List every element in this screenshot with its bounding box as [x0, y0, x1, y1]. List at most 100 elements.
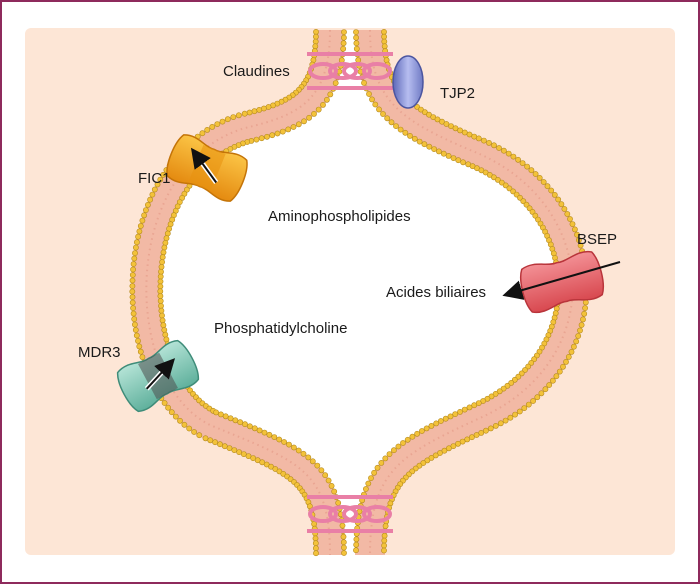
lipid-head [353, 34, 359, 41]
lipid-head [568, 348, 575, 355]
lipid-head [353, 547, 359, 554]
lipid-head [417, 106, 424, 113]
lipid-head [199, 130, 206, 137]
lipid-head [448, 123, 454, 129]
label-mdr3: MDR3 [78, 344, 121, 361]
lipid-head [362, 486, 369, 492]
lipid-head [353, 541, 360, 548]
lipid-head [471, 402, 478, 409]
lipid-head [279, 128, 286, 135]
lipid-head [130, 261, 137, 267]
lipid-head [361, 80, 367, 86]
lipid-head [271, 434, 278, 440]
lipid-head [151, 186, 158, 193]
lipid-head [368, 475, 374, 481]
lipid-head [384, 115, 391, 122]
lipid-head [468, 434, 475, 441]
lipid-head [258, 135, 265, 142]
lipid-head [246, 109, 253, 116]
lipid-head [497, 420, 504, 427]
lipid-head [133, 239, 140, 246]
label-acides-biliaires: Acides biliaires [386, 284, 486, 301]
lipid-head [416, 138, 423, 145]
lipid-head [168, 409, 175, 416]
lipid-head [491, 142, 497, 149]
lipid-head [442, 415, 449, 422]
lipid-head [325, 477, 332, 484]
lipid-head [528, 167, 535, 174]
lipid-head [380, 111, 386, 117]
lipid-head [382, 523, 389, 529]
lipid-head [355, 57, 362, 63]
lipid-head [320, 102, 326, 108]
lipid-head [212, 439, 218, 446]
lipid-head [253, 136, 260, 143]
lipid-head [369, 96, 375, 103]
lipid-head [397, 126, 404, 133]
lipid-head [165, 404, 171, 411]
label-claudines: Claudines [223, 63, 290, 80]
lipid-head [487, 425, 494, 432]
lipid-head [457, 408, 463, 415]
lipid-head [420, 460, 427, 466]
lipid-head [235, 112, 242, 119]
lipid-head [466, 131, 473, 138]
lipid-head [158, 307, 165, 314]
lipid-head [130, 305, 136, 311]
lipid-head [161, 400, 168, 406]
lipid-head [340, 34, 347, 41]
lipid-head [191, 429, 197, 435]
lipid-head [532, 212, 539, 219]
lipid-head [157, 176, 164, 183]
lipid-head [322, 472, 329, 479]
lipid-head [159, 254, 166, 261]
lipid-head [505, 150, 512, 157]
lipid-head [159, 317, 166, 324]
lipid-head [141, 212, 147, 219]
lipid-head [157, 298, 164, 304]
lipid-head [512, 411, 518, 418]
lipid-head [224, 116, 231, 123]
lipid-head [256, 427, 263, 434]
lipid-head [434, 116, 441, 123]
lipid-head [510, 188, 516, 195]
lipid-head [486, 139, 492, 146]
lipid-head [129, 277, 136, 284]
lipid-head [529, 208, 536, 215]
lipid-head [274, 130, 281, 137]
lipid-head [490, 174, 497, 181]
lipid-head [157, 288, 164, 295]
lipid-head [309, 458, 316, 465]
lipid-head [166, 225, 172, 232]
lipid-head [432, 452, 439, 459]
lipid-head [157, 273, 164, 280]
lipid-head [160, 322, 167, 329]
lipid-head [457, 127, 463, 134]
lipid-head [285, 126, 292, 133]
lipid-head [411, 135, 418, 142]
lipid-head [450, 155, 457, 161]
lipid-head [341, 29, 347, 35]
lipid-head [305, 454, 312, 461]
lipid-head [461, 129, 468, 136]
lipid-head [276, 436, 283, 443]
lipid-head [312, 545, 319, 552]
lipid-head [511, 376, 518, 383]
lipid-head [266, 431, 273, 438]
lipid-head [154, 181, 161, 188]
lipid-head [437, 418, 444, 424]
lipid-head [515, 156, 521, 163]
lipid-head [236, 449, 242, 455]
lipid-head [135, 337, 141, 344]
lipid-head [577, 242, 584, 249]
lipid-head [480, 137, 487, 144]
lipid-head [328, 482, 335, 489]
lipid-head [500, 385, 507, 392]
lipid-head [561, 206, 568, 212]
lipid-head [524, 163, 530, 170]
lipid-head [230, 114, 237, 120]
mdr3-transporter [116, 339, 200, 413]
label-aminophospholipides: Aminophospholipides [268, 208, 411, 225]
lipid-head [159, 312, 165, 319]
lipid-head [441, 447, 448, 454]
